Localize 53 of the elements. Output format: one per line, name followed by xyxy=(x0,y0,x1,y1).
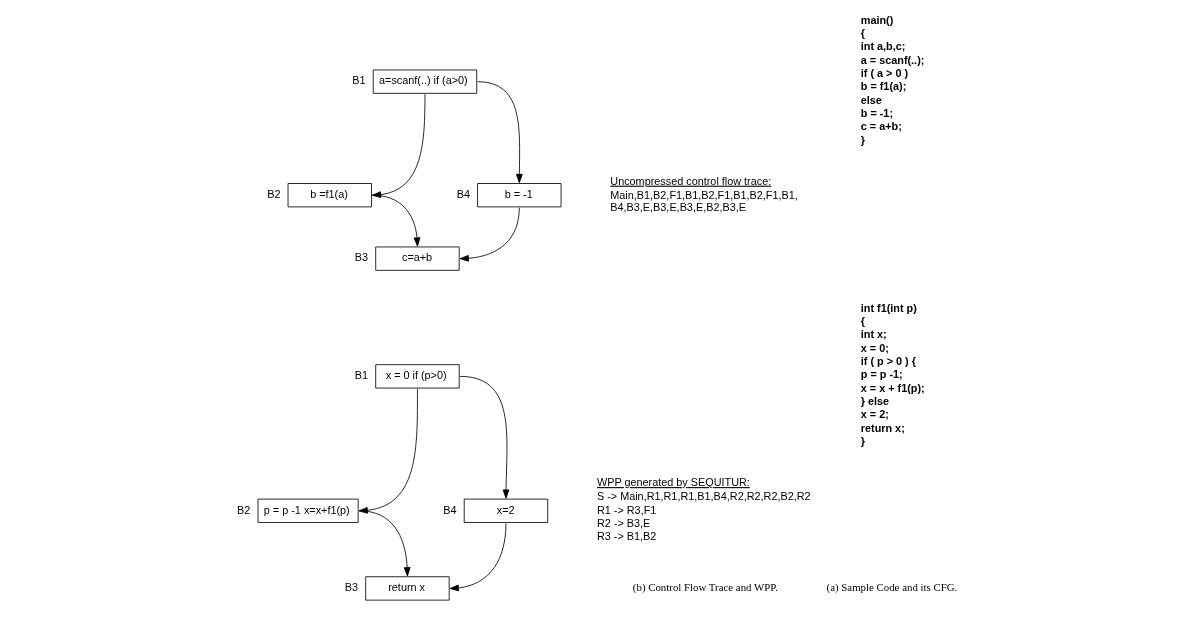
label: a = scanf(..); xyxy=(860,53,925,66)
node-label: B3 xyxy=(344,581,359,594)
label: x = x + f1(p); xyxy=(860,381,925,394)
label: return x; xyxy=(860,421,905,434)
label: if ( p > 0 ) { xyxy=(860,355,916,368)
arrow xyxy=(459,375,510,499)
arrow xyxy=(449,522,507,592)
label: { xyxy=(860,26,866,39)
node-label: B1 xyxy=(354,369,369,382)
label: { xyxy=(860,314,866,327)
node-label: B4 xyxy=(456,188,470,201)
node-label: B1 xyxy=(352,74,366,87)
label: int f1(int p) xyxy=(860,301,917,314)
node-box: b =f1(a) xyxy=(287,183,372,208)
node-label: B2 xyxy=(237,503,251,516)
arrow xyxy=(371,194,421,247)
label: b = -1; xyxy=(860,107,894,120)
label: else xyxy=(860,93,882,106)
node-box: b = -1 xyxy=(477,183,562,208)
label: b = f1(a); xyxy=(860,80,907,93)
arrow xyxy=(371,93,426,199)
node-label: B3 xyxy=(354,251,369,264)
label: R3 -> B1,B2 xyxy=(596,530,657,543)
label: Main,B1,B2,F1,B1,B2,F1,B1,B2,F1,B1, B4,B3,E,B3,E,B3,E,B2,B3,E xyxy=(610,188,798,213)
node-box: x=2 xyxy=(463,498,549,523)
node-box: c=a+b xyxy=(375,246,460,271)
label: R2 -> B3,E xyxy=(596,516,651,529)
label: (b) Control Flow Trace and WPP. xyxy=(632,581,778,594)
label: int x; xyxy=(860,328,887,341)
arrow xyxy=(358,510,411,577)
node-box: a=scanf(..) if (a>0) xyxy=(372,69,478,94)
node-label: B2 xyxy=(267,188,281,201)
node-box: return x xyxy=(365,576,450,601)
label: R1 -> R3,F1 xyxy=(596,503,657,516)
label: WPP generated by SEQUITUR: xyxy=(596,476,750,489)
label: if ( a > 0 ) xyxy=(860,66,909,79)
arrow xyxy=(477,81,523,184)
node-label: B4 xyxy=(443,503,457,516)
label: p = p -1; xyxy=(860,368,903,381)
label: main() xyxy=(860,13,894,26)
label: x = 0; xyxy=(860,341,889,354)
node-box: p = p -1 x=x+f1(p) xyxy=(257,498,359,523)
label: int a,b,c; xyxy=(860,40,906,53)
label: S -> Main,R1,R1,R1,B1,B4,R2,R2,R2,B2,R2 xyxy=(596,490,811,503)
label: } else xyxy=(860,395,890,408)
label: c = a+b; xyxy=(860,120,902,133)
label: } xyxy=(860,133,866,146)
label: } xyxy=(860,435,866,448)
node-box: x = 0 if (p>0) xyxy=(375,364,460,389)
label: (a) Sample Code and its CFG. xyxy=(826,581,958,594)
label: x = 2; xyxy=(860,408,889,421)
label: Uncompressed control flow trace: xyxy=(610,174,772,187)
arrow xyxy=(459,207,520,262)
